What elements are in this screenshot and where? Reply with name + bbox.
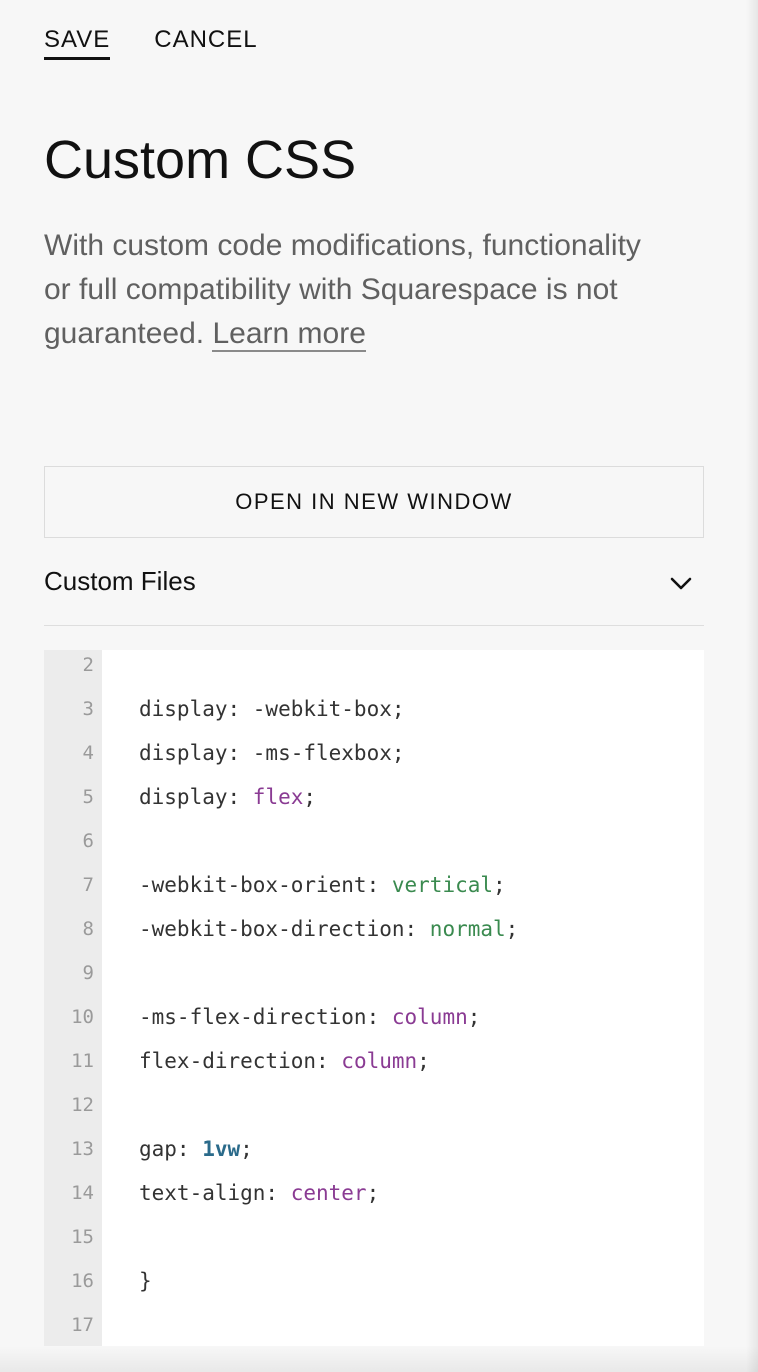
code-text: gap: 1vw; [139,1127,253,1171]
line-number: 4 [82,742,94,764]
code-line: 8 -webkit-box-direction: normal; [44,907,704,951]
code-editor[interactable]: 2 3 display: -webkit-box; 4 display: -ms-fle… [44,650,704,1346]
code-line: 7 -webkit-box-orient: vertical; [44,863,704,907]
chevron-down-icon [670,577,692,590]
code-token: ; [303,785,317,809]
code-token: -ms-flex-direction: [139,1005,392,1029]
page-title: Custom CSS [44,130,357,190]
code-text: -webkit-box-orient: vertical; [139,863,506,907]
custom-files-dropdown[interactable]: Custom Files [44,556,704,626]
code-line: 5 display: flex; [44,775,704,819]
code-line: 14 text-align: center; [44,1171,704,1215]
line-number: 16 [71,1270,94,1292]
line-number: 17 [71,1314,94,1336]
code-text: display: flex; [139,775,316,819]
code-line: 13 gap: 1vw; [44,1127,704,1171]
code-token: -webkit-box-direction: [139,917,430,941]
code-line: 11 flex-direction: column; [44,1039,704,1083]
code-token: display: -ms-flexbox; [139,741,405,765]
code-token: } [139,1269,152,1293]
line-number-gutter [44,650,102,1346]
code-line: 9 [44,951,704,995]
save-button[interactable]: SAVE [44,24,111,60]
code-token: flex-direction: [139,1049,342,1073]
top-toolbar: SAVE CANCEL [44,24,258,64]
code-token: normal [429,917,506,941]
custom-files-label: Custom Files [44,566,196,596]
line-number: 6 [82,830,94,852]
page-description: With custom code modifications, function… [44,224,644,356]
code-token: ; [366,1181,380,1205]
code-text: -ms-flex-direction: column; [139,995,480,1039]
code-text: -webkit-box-direction: normal; [139,907,518,951]
code-line: 6 [44,819,704,863]
code-text: display: -webkit-box; [139,687,405,731]
code-line: 17 [44,1303,704,1346]
panel-bottom-shadow [0,1346,758,1372]
line-number: 2 [82,654,94,676]
code-line: 12 [44,1083,704,1127]
code-token: text-align: [139,1181,291,1205]
code-token: gap: [139,1137,203,1161]
code-token: vertical [391,873,494,897]
code-token: column [341,1049,418,1073]
line-number: 9 [82,962,94,984]
line-number: 11 [71,1050,94,1072]
code-token: ; [417,1049,430,1073]
line-number: 14 [71,1182,94,1204]
line-number: 3 [82,698,94,720]
code-line: 10 -ms-flex-direction: column; [44,995,704,1039]
code-token: ; [467,1005,481,1029]
code-token: 1vw [202,1137,241,1161]
code-token: display: -webkit-box; [139,697,405,721]
code-line: 2 [44,650,704,687]
code-token: center [290,1181,367,1205]
code-line: 16} [44,1259,704,1303]
line-number: 13 [71,1138,94,1160]
code-text: } [139,1259,152,1303]
code-text: display: -ms-flexbox; [139,731,405,775]
cancel-button[interactable]: CANCEL [154,26,258,53]
code-line: 15 [44,1215,704,1259]
code-text: text-align: center; [139,1171,379,1215]
code-text: flex-direction: column; [139,1039,430,1083]
code-token: column [391,1005,468,1029]
panel-edge-shadow [746,0,758,1372]
code-token: ; [505,917,519,941]
line-number: 7 [82,874,94,896]
line-number: 8 [82,918,94,940]
line-number: 15 [71,1226,94,1248]
description-text: With custom code modifications, function… [44,229,641,350]
open-in-new-window-button[interactable]: OPEN IN NEW WINDOW [44,466,704,538]
code-token: -webkit-box-orient: [139,873,392,897]
line-number: 5 [82,786,94,808]
code-line: 4 display: -ms-flexbox; [44,731,704,775]
code-line: 3 display: -webkit-box; [44,687,704,731]
code-token: ; [493,873,506,897]
code-token: flex [252,785,304,809]
code-token: display: [139,785,253,809]
line-number: 10 [71,1006,94,1028]
code-token: ; [240,1137,253,1161]
learn-more-link[interactable]: Learn more [212,317,366,352]
line-number: 12 [71,1094,94,1116]
